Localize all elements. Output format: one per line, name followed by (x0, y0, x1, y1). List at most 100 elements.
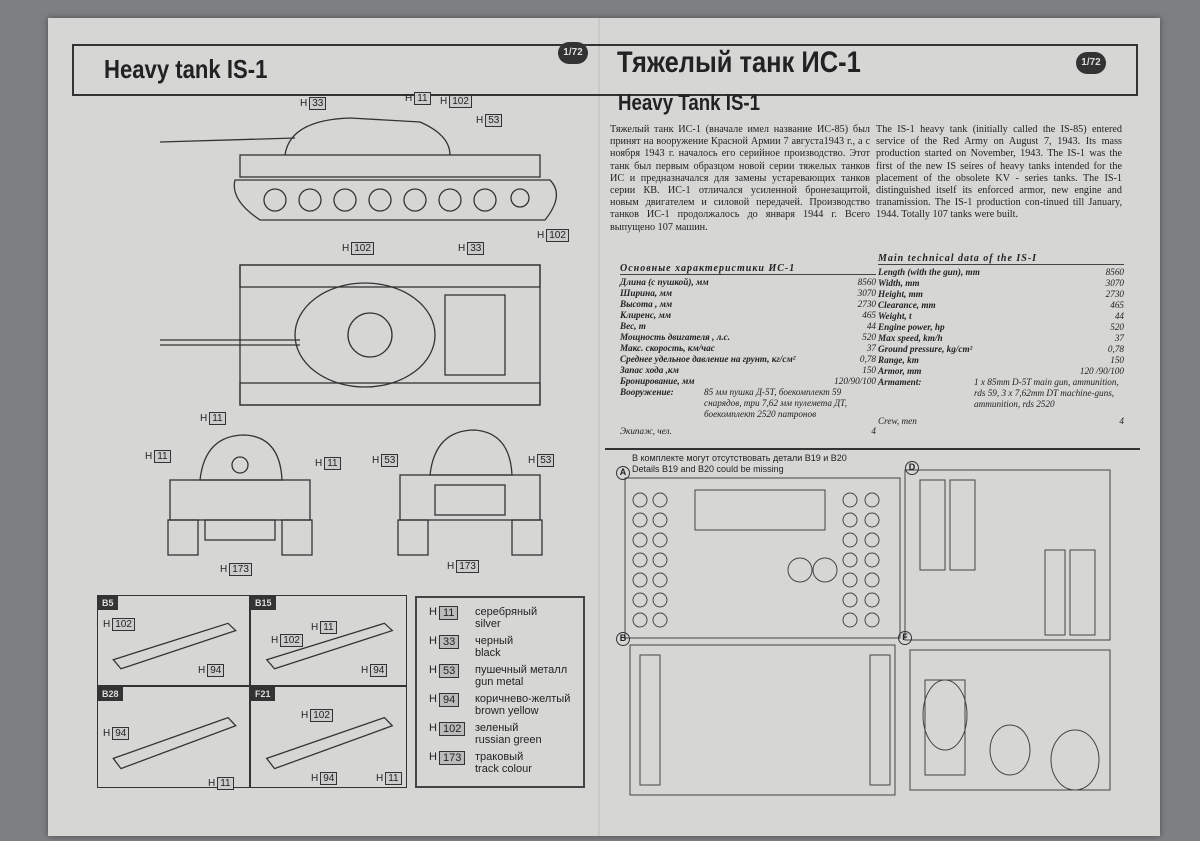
road-wheel-part (632, 532, 648, 548)
spec-label: Length (with the gun), mm (878, 267, 980, 277)
road-wheel-part (652, 572, 668, 588)
road-wheel-part (842, 532, 858, 548)
subtitle: Heavy Tank IS-1 (618, 90, 761, 115)
sprue-label-d: D (905, 461, 919, 475)
road-wheel-part (652, 592, 668, 608)
spec-label: Weight, t (878, 311, 912, 321)
crew-value: 4 (871, 426, 876, 436)
armament-value: 1 x 85mm D-5T main gun, ammunition, rds … (974, 377, 1119, 409)
crew-label: Crew, men (878, 416, 917, 426)
road-wheel-part (632, 512, 648, 528)
spec-value: 465 (862, 310, 876, 320)
tank-rear-view (397, 429, 543, 556)
road-wheel-part (864, 512, 880, 528)
spec-label: Height, mm (878, 289, 923, 299)
specs-en-title: Main technical data of the IS-I (878, 253, 1124, 265)
crew-value: 4 (1119, 416, 1124, 426)
spec-label: Range, km (878, 355, 919, 365)
spec-label: Armor, mm (878, 366, 922, 376)
spec-value: 2730 (857, 299, 876, 309)
divider (605, 448, 1140, 450)
page-fold (598, 18, 600, 836)
specs-ru: Основные характеристики ИС-1 Длина (с пу… (620, 263, 876, 437)
road-wheel-part (632, 612, 648, 628)
specs-en: Main technical data of the IS-I Length (… (878, 253, 1124, 427)
tank-side-view (159, 117, 557, 221)
spec-value: 0,78 (1107, 344, 1124, 354)
spec-label: Среднее удельное давление на грунт, кг/с… (620, 354, 796, 364)
spec-row: Клиренс, мм 465 (620, 310, 876, 321)
spec-value: 2730 (1105, 289, 1124, 299)
road-wheel-part (652, 492, 668, 508)
road-wheel-part (652, 612, 668, 628)
detail-tag: B5 (98, 596, 118, 610)
spec-label: Клиренс, мм (620, 310, 672, 320)
part-drawing (265, 716, 394, 770)
detail-tag: F21 (251, 687, 275, 701)
crew-row: Экипаж, чел.4 (620, 426, 876, 437)
spec-label: Длина (с пушкой), мм (620, 277, 709, 287)
road-wheel-part (842, 572, 858, 588)
spec-row: Среднее удельное давление на грунт, кг/с… (620, 354, 876, 365)
road-wheel-part (842, 592, 858, 608)
header-left (72, 44, 598, 96)
part-drawing (112, 622, 237, 670)
spec-value: 8560 (1105, 267, 1124, 277)
spec-value: 150 (1110, 355, 1124, 365)
header-right (598, 44, 1138, 96)
road-wheel-part (864, 492, 880, 508)
road-wheel-part (632, 552, 648, 568)
sprue-drawings (624, 469, 1111, 796)
spec-value: 520 (862, 332, 876, 342)
road-wheel-part (864, 552, 880, 568)
spec-value: 120 /90/100 (1079, 366, 1124, 376)
spec-row: Armor, mm 120 /90/100 (878, 366, 1124, 377)
road-wheel-part (632, 572, 648, 588)
history-en: The IS-1 heavy tank (initially called th… (876, 124, 1122, 221)
spec-row: Range, km 150 (878, 355, 1124, 366)
spec-value: 120/90/100 (834, 376, 876, 386)
spec-label: Clearance, mm (878, 300, 936, 310)
spec-value: 0,78 (859, 354, 876, 364)
part-drawing (265, 622, 394, 670)
armament-label: Armament: (878, 377, 922, 387)
spec-label: Ground pressure, kg/cm² (878, 344, 973, 354)
part-drawing (112, 716, 237, 770)
spec-value: 3070 (857, 288, 876, 298)
